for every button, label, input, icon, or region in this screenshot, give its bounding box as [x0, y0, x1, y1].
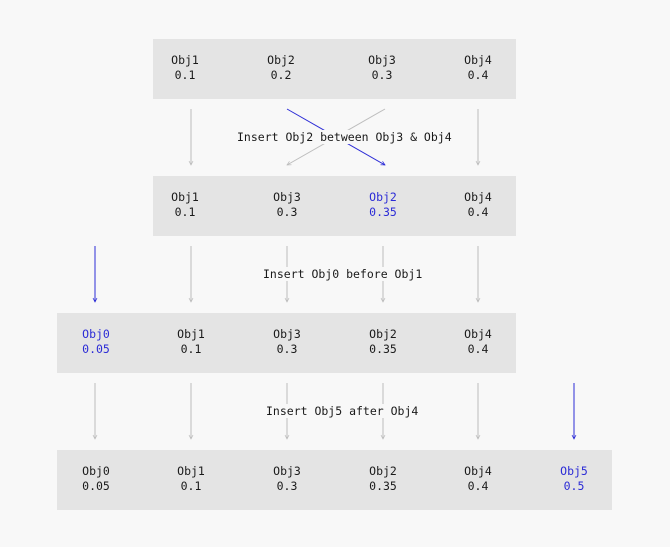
item-value: 0.4: [467, 342, 489, 356]
item-value: 0.2: [270, 68, 292, 82]
item-value: 0.3: [276, 342, 298, 356]
item-value: 0.05: [82, 479, 110, 493]
item-value: 0.35: [369, 205, 397, 219]
item-value: 0.35: [369, 479, 397, 493]
item-value: 0.3: [371, 68, 393, 82]
item-name: Obj1: [171, 53, 199, 67]
item-value: 0.3: [276, 479, 298, 493]
item-value: 0.1: [174, 68, 196, 82]
item-name: Obj2: [369, 327, 397, 341]
step-label: Insert Obj2 between Obj3 & Obj4: [235, 130, 454, 144]
item-name: Obj4: [464, 464, 492, 478]
item-name: Obj2: [267, 53, 295, 67]
step-label: Insert Obj5 after Obj4: [264, 404, 421, 418]
item-name: Obj1: [177, 327, 205, 341]
item-name: Obj3: [273, 464, 301, 478]
item-value: 0.35: [369, 342, 397, 356]
item-name: Obj2: [369, 464, 397, 478]
item-name: Obj4: [464, 53, 492, 67]
item-name: Obj4: [464, 327, 492, 341]
item-name: Obj3: [368, 53, 396, 67]
item-value: 0.5: [563, 479, 585, 493]
item-value: 0.3: [276, 205, 298, 219]
item-name: Obj2: [369, 190, 397, 204]
item-value: 0.1: [180, 342, 202, 356]
item-name: Obj1: [171, 190, 199, 204]
item-value: 0.4: [467, 479, 489, 493]
item-name: Obj0: [82, 464, 110, 478]
item-name: Obj3: [273, 327, 301, 341]
item-value: 0.4: [467, 68, 489, 82]
item-value: 0.05: [82, 342, 110, 356]
item-name: Obj3: [273, 190, 301, 204]
item-name: Obj5: [560, 464, 588, 478]
item-name: Obj1: [177, 464, 205, 478]
step-label: Insert Obj0 before Obj1: [261, 267, 425, 281]
item-value: 0.1: [174, 205, 196, 219]
item-value: 0.1: [180, 479, 202, 493]
item-name: Obj4: [464, 190, 492, 204]
item-name: Obj0: [82, 327, 110, 341]
item-value: 0.4: [467, 205, 489, 219]
